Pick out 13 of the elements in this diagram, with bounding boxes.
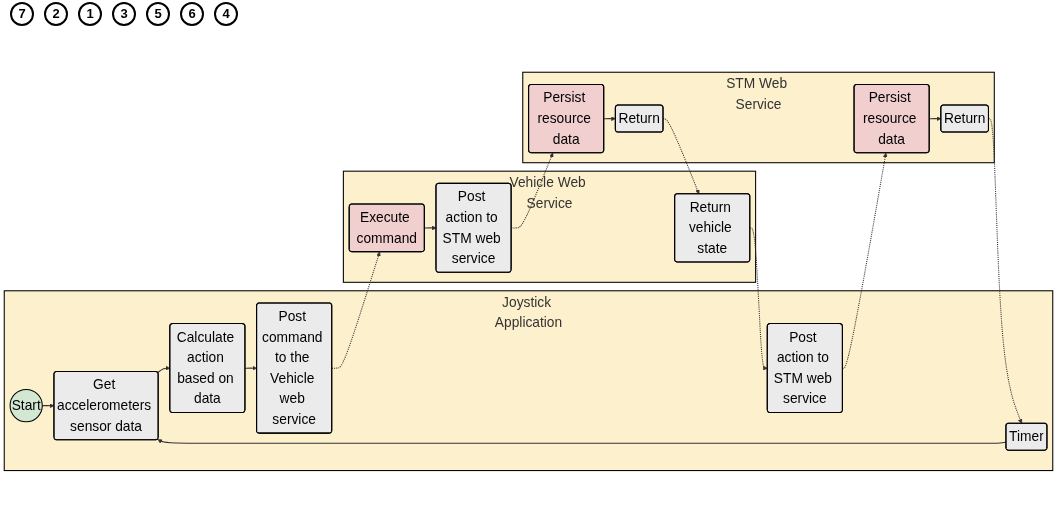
callout-number: 6 — [180, 2, 204, 26]
callout-number: 4 — [214, 2, 238, 26]
arrow — [988, 117, 1023, 424]
arrow — [603, 115, 616, 121]
arrow — [842, 152, 888, 369]
arrow — [749, 227, 768, 371]
callout-number: 3 — [112, 2, 136, 26]
node-circle: Start — [9, 388, 43, 422]
callout-number: 1 — [78, 2, 102, 26]
callout-number: 5 — [146, 2, 170, 26]
arrow — [331, 251, 381, 369]
callout-number: 2 — [44, 2, 68, 26]
callout-number: 7 — [10, 2, 34, 26]
